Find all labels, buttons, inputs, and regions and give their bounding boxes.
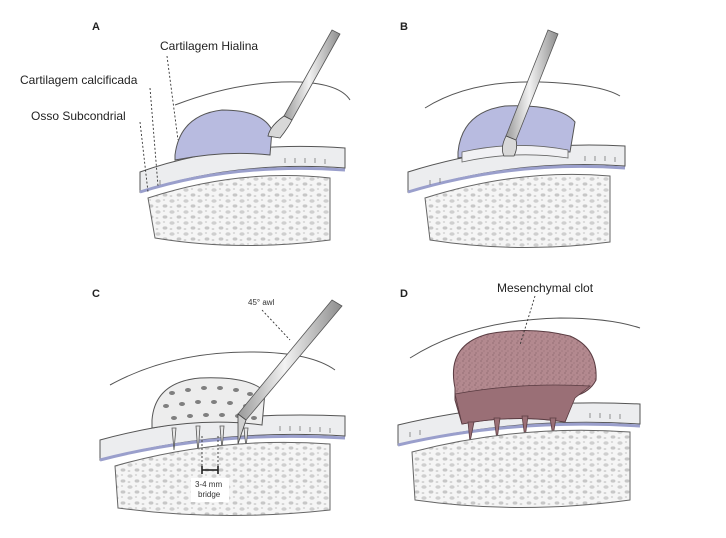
subchondral-line bbox=[397, 422, 641, 447]
bridge-label-bg bbox=[191, 478, 229, 502]
label-calcified-cartilage: Cartilagem calcificada bbox=[20, 73, 138, 87]
panel-letter-c: C bbox=[92, 288, 100, 300]
leader-awl bbox=[261, 309, 291, 341]
curette-instrument bbox=[267, 29, 341, 139]
cancellous-bone bbox=[411, 429, 631, 508]
cartilage-ticks bbox=[279, 426, 331, 433]
curette-instrument bbox=[502, 29, 559, 157]
panel-c: C bbox=[92, 288, 346, 517]
joint-surface-curve bbox=[409, 317, 641, 359]
leader-clot bbox=[519, 295, 536, 346]
panel-b: B bbox=[400, 21, 626, 249]
label-bridge: bridge bbox=[198, 490, 221, 499]
microfracture-holes bbox=[163, 386, 257, 420]
joint-surface-curve bbox=[424, 81, 621, 109]
panel-letter-a: A bbox=[92, 21, 100, 33]
subchondral-line bbox=[139, 166, 346, 194]
panel-letter-d: D bbox=[400, 288, 408, 300]
subchondral-line bbox=[407, 164, 626, 194]
panel-letter-b: B bbox=[400, 21, 408, 33]
label-mesenchymal-clot: Mesenchymal clot bbox=[497, 281, 594, 295]
cartilage-defect bbox=[174, 109, 273, 161]
label-bridge-size: 3-4 mm bbox=[195, 480, 222, 489]
cancellous-bone bbox=[147, 175, 331, 247]
joint-surface-curve bbox=[109, 351, 336, 386]
clot-lower-band bbox=[454, 384, 592, 425]
cartilage-ticks bbox=[409, 413, 621, 437]
cartilage-ticks bbox=[429, 156, 616, 185]
cancellous-bone bbox=[424, 173, 611, 249]
awl-instrument bbox=[237, 299, 343, 445]
cartilage-ticks bbox=[159, 158, 326, 185]
leader-calcified bbox=[149, 87, 159, 187]
bridge-measurement bbox=[201, 436, 219, 474]
leader-hyaline bbox=[166, 55, 179, 141]
subchondral-line bbox=[99, 434, 346, 462]
clot-spikes bbox=[467, 415, 557, 443]
panel-d: D Mesenchymal clot bbox=[397, 281, 641, 508]
microfracture-channels bbox=[171, 425, 249, 455]
panel-a: A Cartilagem Hialina Cartilagem calcific… bbox=[20, 21, 351, 247]
joint-surface-curve bbox=[174, 81, 351, 106]
label-subchondral-bone: Osso Subcondrial bbox=[31, 109, 126, 123]
label-hyaline-cartilage: Cartilagem Hialina bbox=[160, 39, 258, 53]
label-awl: 45° awl bbox=[248, 298, 275, 307]
